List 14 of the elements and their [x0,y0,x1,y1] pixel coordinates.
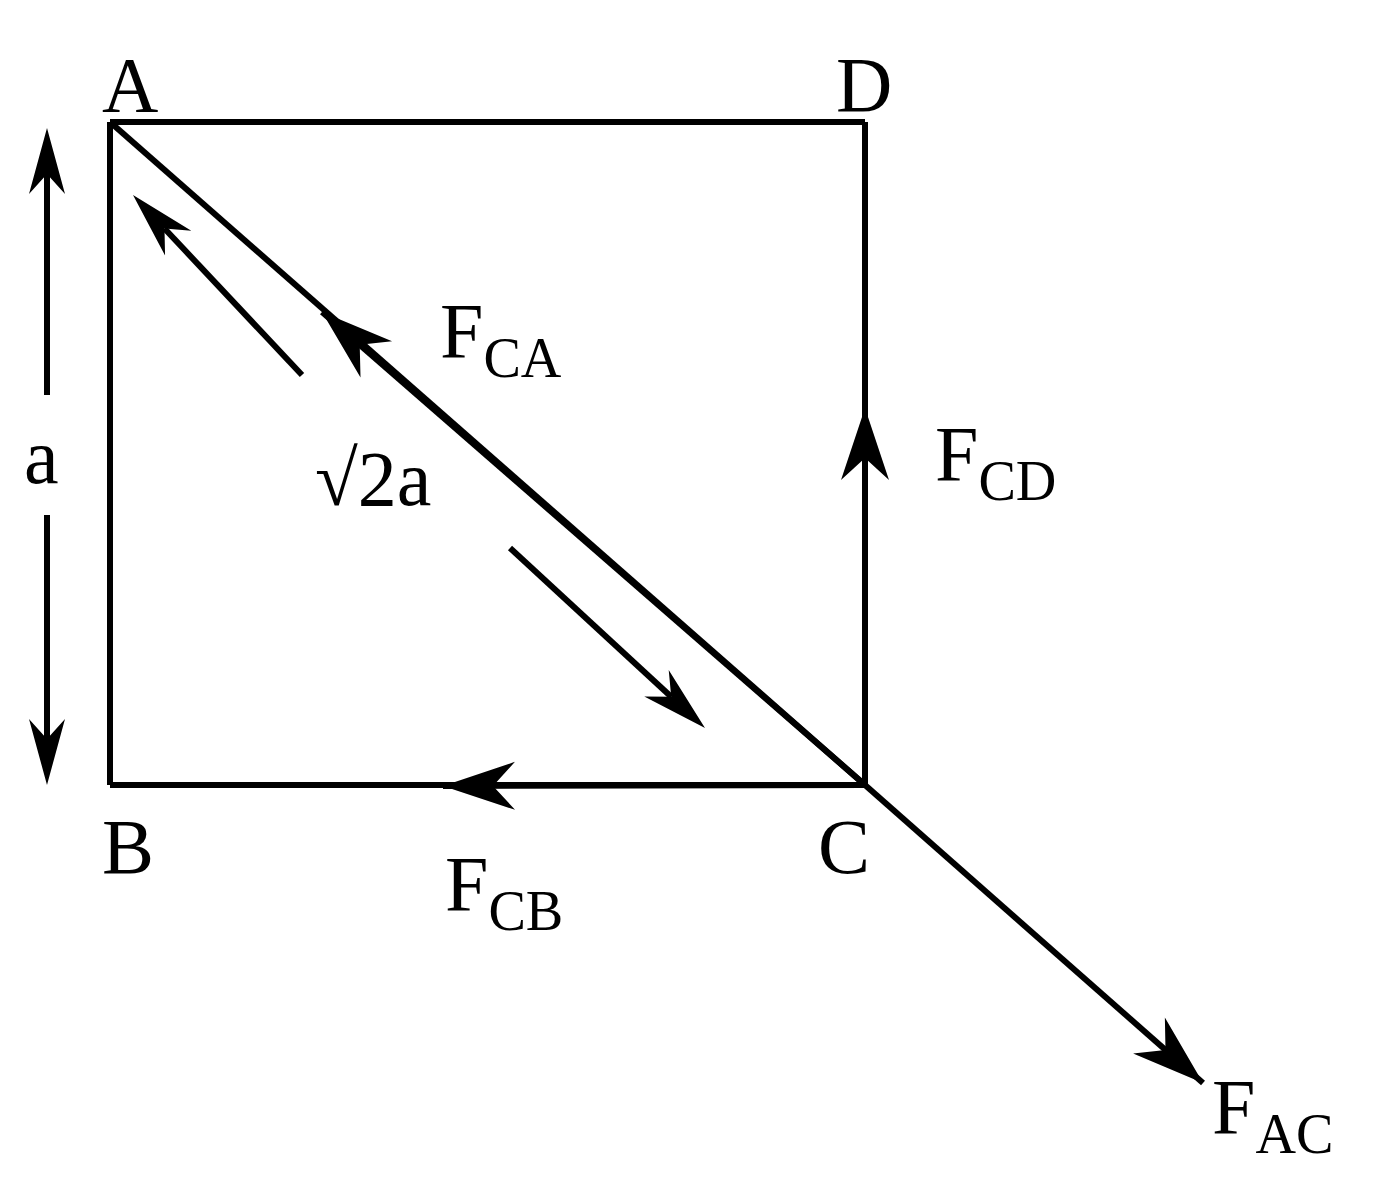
vertex-label: A [102,46,159,124]
arrow [863,782,1205,1086]
vertex-label: D [836,46,893,124]
line [107,122,113,785]
force-label: F$_{CA}$ [440,292,562,386]
line [110,119,865,125]
force-label: F$_{CD}$ [935,415,1057,509]
force-label: F$_{AC}$ [1212,1068,1334,1162]
dimension-label: a [24,418,59,496]
force-label: F$_{CB}$ [445,845,564,939]
dimension-label: √2a [315,440,432,518]
arrow [320,309,867,788]
vertex-label: C [818,808,871,886]
vertex-label: B [102,808,155,886]
